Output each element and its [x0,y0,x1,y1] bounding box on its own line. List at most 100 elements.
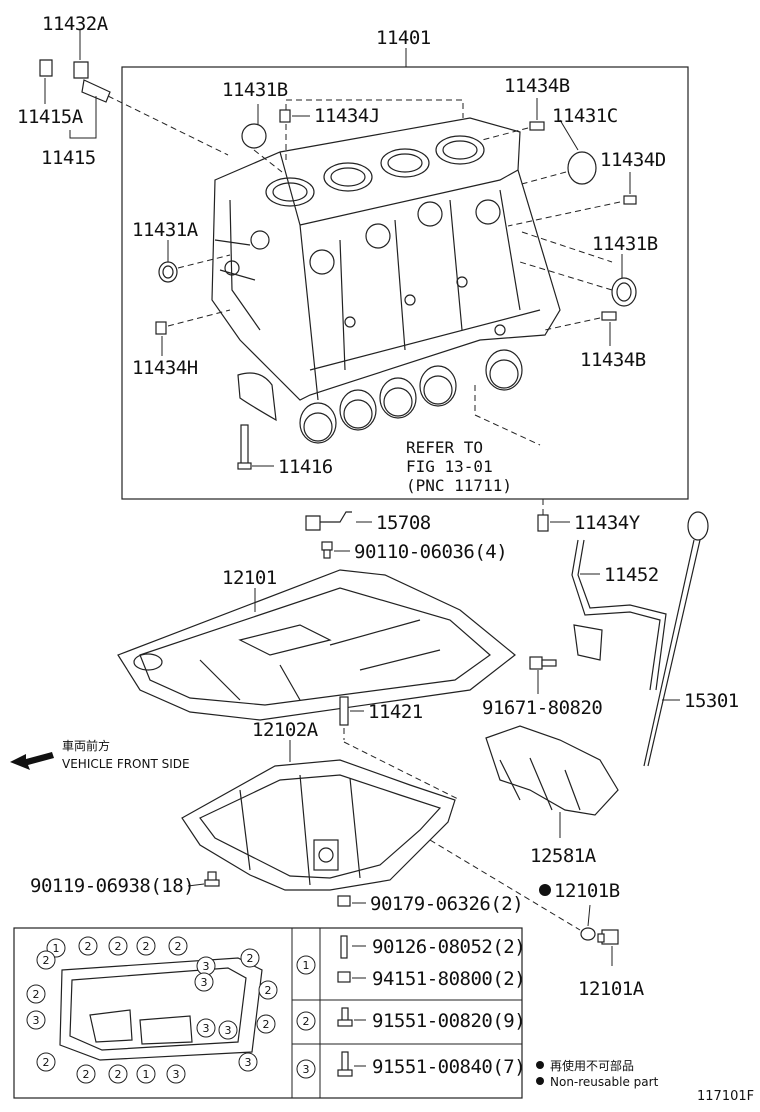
bolt-marker-label: 2 [265,984,272,997]
engine-block-group-frame [121,66,689,500]
bolt-marker-label: 3 [203,1022,210,1035]
pin-11434B-top [529,121,545,131]
bolt-marker-circle [36,950,56,970]
non-reusable-dot-en [536,1077,544,1085]
page-code: 117101F [697,1089,754,1104]
legend-bolt-icon-3 [337,1051,353,1077]
legend-row3-item1: 91551-00840(7) [372,1056,525,1078]
key-circle-1 [296,955,316,975]
label-11431B-top: 11431B [222,79,288,101]
bolt-marker-label: 2 [115,940,122,953]
bolt-marker-circle [26,1010,46,1030]
bolt-90119 [204,871,220,887]
legend-row1-item1: 90126-08052(2) [372,936,525,958]
bolt-marker-label: 2 [263,1018,270,1031]
bolt-marker-label: 1 [143,1068,150,1081]
plug-11431B-top [241,123,267,149]
bolt-marker-label: 2 [33,988,40,1001]
bolt-marker-circle [256,1014,276,1034]
bolt-marker-label: 2 [247,952,254,965]
bolt-marker-circle [108,936,128,956]
legend-row2-item1: 91551-00820(9) [372,1010,525,1032]
bolt-90110 [321,541,333,559]
bolt-91671 [529,656,557,670]
label-12101A: 12101A [578,978,645,1000]
dipstick-guide-11452 [571,539,667,691]
bolt-marker-label: 3 [245,1056,252,1069]
plug-11431B-right [611,277,637,307]
label-11401: 11401 [376,27,431,49]
label-11434B-top: 11434B [504,75,570,97]
main-bearing-caps [237,349,523,444]
bolt-marker-circle [194,972,214,992]
label-12101: 12101 [222,567,277,589]
gasket-12101B [580,927,596,941]
legend-nut-icon [337,971,351,983]
bolt-marker-label: 2 [175,940,182,953]
upper-oil-pan-12101 [117,569,516,721]
bolt-marker-label: 3 [203,960,210,973]
label-11421: 11421 [368,701,423,723]
pin-11434B-right [601,311,617,321]
bolt-marker-circle [258,980,278,1000]
bolt-11416 [237,424,252,470]
baffle-12581A [485,725,619,816]
bolt-marker-circle [76,1064,96,1084]
oil-jet-assembly [39,59,111,103]
label-11416: 11416 [278,456,333,478]
plug-11431C [567,151,597,185]
dipstick-15301 [643,511,709,767]
pin-11434H [155,321,167,335]
non-reusable-en: Non-reusable part [550,1075,659,1089]
key-2: 2 [303,1015,310,1028]
legend-bolt-icon-2 [337,1007,353,1027]
label-12101B: 12101B [554,880,620,902]
bolt-marker-label: 1 [53,942,60,955]
label-12581A: 12581A [530,845,597,867]
legend-row1-item2: 94151-80800(2) [372,968,525,990]
bolt-marker-circle [240,948,260,968]
label-11434D: 11434D [600,149,666,171]
label-11431A: 11431A [132,219,199,241]
bolt-marker-circle [166,1064,186,1084]
legend-stud-icon [340,935,348,959]
label-11431B-right: 11431B [592,233,658,255]
bolt-marker-circle [218,1020,238,1040]
label-11415: 11415 [41,147,96,169]
non-reusable-dot-jp [536,1061,544,1069]
label-11434B-right: 11434B [580,349,646,371]
label-11431C: 11431C [552,105,618,127]
drain-plug-12101A [597,929,619,945]
bolt-marker-label: 2 [143,940,150,953]
bolt-marker-label: 3 [225,1024,232,1037]
lower-oil-pan-12102A [181,759,456,891]
stud-11421 [339,696,349,726]
label-90119: 90119-06938(18) [30,875,194,897]
bolt-marker-label: 2 [115,1068,122,1081]
label-11452: 11452 [604,564,659,586]
front-note-en: VEHICLE FRONT SIDE [62,757,190,771]
bolt-marker-circle [36,1052,56,1072]
bolt-marker-label: 2 [85,940,92,953]
front-note-jp: 車両前方 [62,738,110,753]
bolt-marker-circle [238,1052,258,1072]
non-reusable-jp: 再使用不可部品 [550,1058,634,1073]
vehicle-front-arrow [10,752,54,770]
plug-11431A [158,261,178,283]
bolt-marker-circle [136,1064,156,1084]
label-90179: 90179-06326(2) [370,893,523,915]
key-1: 1 [303,959,310,972]
bolt-marker-circle [108,1064,128,1084]
label-11415A: 11415A [17,106,84,128]
bolt-marker-label: 3 [173,1068,180,1081]
bolt-marker-label: 2 [83,1068,90,1081]
bolt-marker-circle [168,936,188,956]
label-91671: 91671-80820 [482,697,602,719]
pin-11434D [623,195,637,205]
label-11434J: 11434J [314,105,380,127]
bolt-legend-box [13,927,523,1099]
bracket-15708 [305,511,352,531]
label-11434H: 11434H [132,357,198,379]
